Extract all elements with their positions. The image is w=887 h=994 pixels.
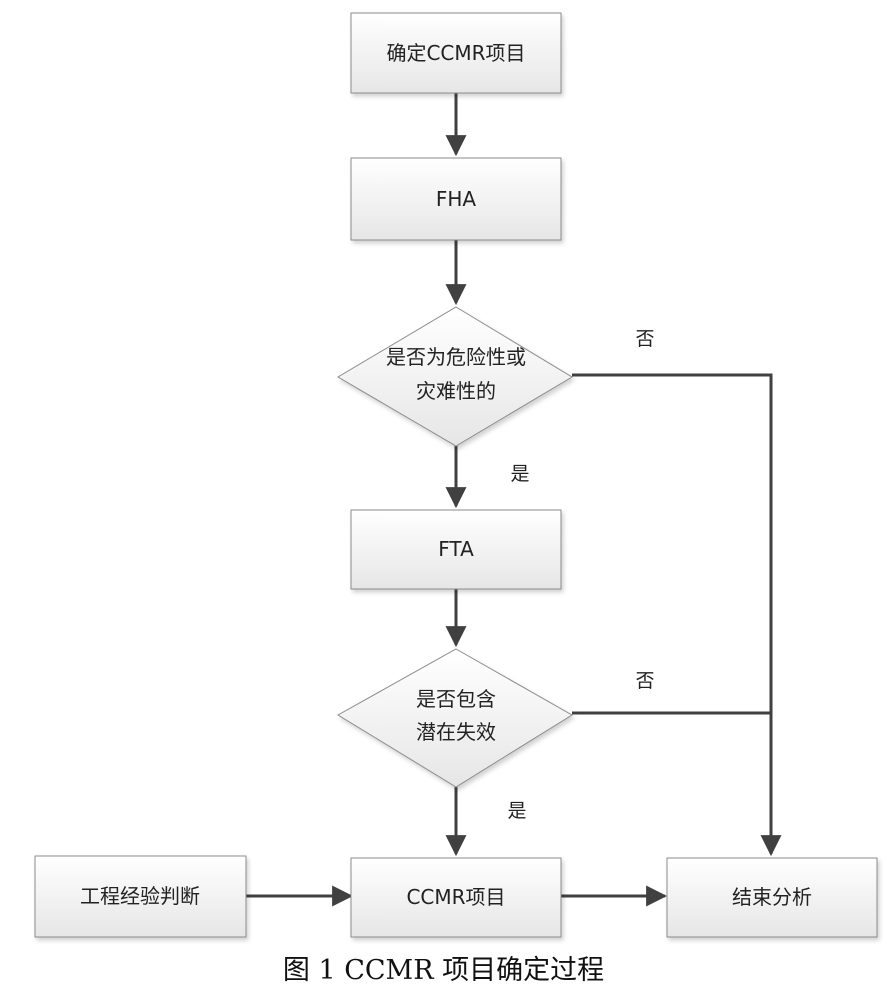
node-label: FHA [436, 187, 477, 211]
edge-label-no-2: 否 [635, 670, 654, 692]
node-label: CCMR项目 [406, 885, 505, 909]
decision-hazard: 是否为危险性或 灾难性的 [337, 306, 573, 447]
decision-diamond [337, 306, 573, 447]
decision-label-line2: 潜在失效 [416, 720, 496, 744]
process-box [350, 12, 562, 94]
process-box [350, 857, 562, 938]
edge-label-yes-1: 是 [510, 463, 529, 485]
node-determine-ccmr: 确定CCMR项目 [350, 12, 562, 94]
node-label: 确定CCMR项目 [386, 41, 525, 65]
decision-label-line2: 灾难性的 [416, 379, 496, 403]
node-engineering-judgment: 工程经验判断 [34, 855, 247, 938]
decision-latent: 是否包含 潜在失效 [337, 648, 573, 788]
node-ccmr-items: CCMR项目 [350, 857, 562, 938]
node-label: 工程经验判断 [80, 884, 200, 908]
process-box [350, 509, 562, 590]
process-box [34, 855, 247, 938]
node-fha: FHA [350, 157, 562, 241]
process-box [350, 157, 562, 241]
figure-caption: 图 1 CCMR 项目确定过程 [282, 955, 605, 986]
node-label: FTA [438, 537, 474, 561]
connectors [246, 93, 782, 907]
edge-label-no-1: 否 [635, 328, 654, 350]
edge-label-yes-2: 是 [507, 800, 526, 822]
node-label: 结束分析 [732, 885, 812, 909]
process-box [666, 857, 878, 938]
arrow-decision1-no [572, 373, 782, 857]
node-fta: FTA [350, 509, 562, 590]
decision-diamond [337, 648, 573, 788]
decision-label-line1: 是否为危险性或 [386, 345, 526, 369]
node-end-analysis: 结束分析 [666, 857, 878, 938]
decision-label-line1: 是否包含 [416, 687, 496, 711]
